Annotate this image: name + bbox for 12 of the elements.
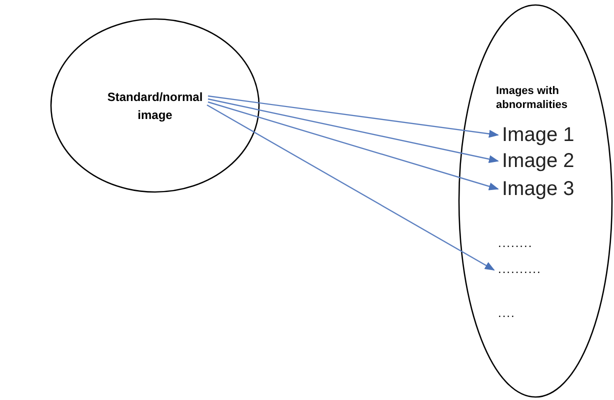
list-item-text: Image 3: [502, 176, 574, 202]
node-heading: Images with abnormalities: [496, 84, 569, 112]
list-item-text: Image 1: [502, 122, 574, 148]
ellipsis-text: ........: [498, 236, 533, 250]
node-text: Standard/normal image: [106, 89, 204, 124]
list-item-text: Image 2: [502, 148, 574, 174]
arrow: [208, 95, 499, 138]
arrow: [208, 101, 499, 190]
ellipsis-text: ..........: [498, 262, 542, 276]
arrow: [206, 104, 495, 271]
arrow: [208, 98, 499, 164]
ellipsis-text: ....: [498, 306, 516, 320]
